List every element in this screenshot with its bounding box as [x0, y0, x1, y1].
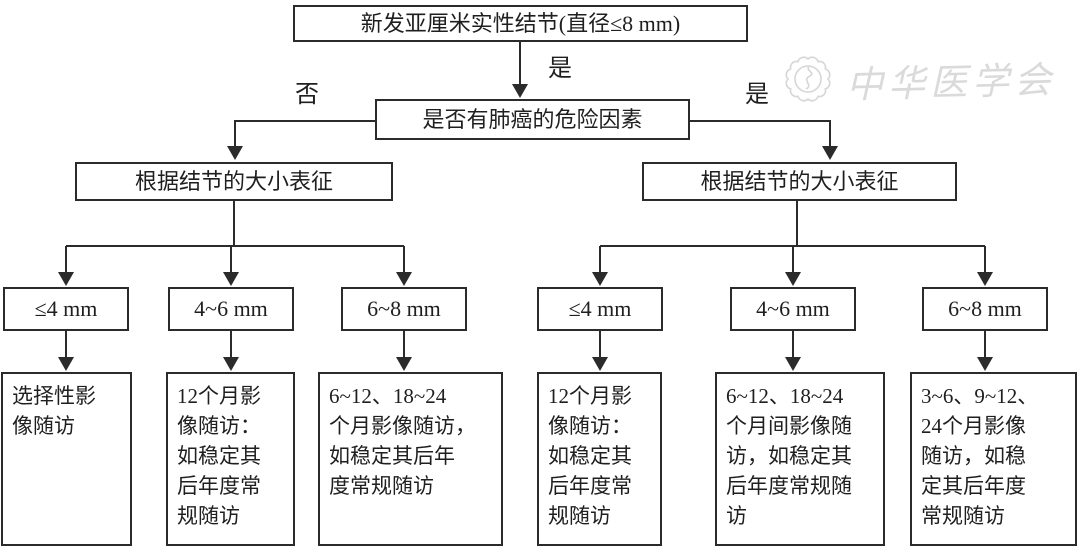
leaf-action-6to8-yes: 3~6、9~12、 24个月影像 随访，如稳 定其后年度 常规随访	[910, 372, 1077, 546]
node-size-6to8-no: 6~8 mm	[341, 287, 467, 331]
leaf-action-6to8-no: 6~12、18~24 个月影像随访， 如稳定其后年 度常规随访	[318, 372, 503, 546]
cma-watermark-text: 中华医学会	[845, 60, 1057, 107]
node-size-le4-yes: ≤4 mm	[537, 287, 663, 331]
cma-watermark: 中华医学会	[782, 46, 1072, 112]
node-size-le4-no: ≤4 mm	[3, 287, 129, 331]
edge-label-root-yes: 是	[548, 56, 572, 82]
leaf-action-4to6-no: 12个月影 像随访： 如稳定其 后年度常 规随访	[166, 372, 295, 546]
node-size-4to6-no: 4~6 mm	[168, 287, 294, 331]
size-label: ≤4 mm	[568, 296, 632, 322]
size-label: ≤4 mm	[34, 296, 98, 322]
size-header-label: 根据结节的大小表征	[700, 168, 899, 194]
node-decision-label: 是否有肺癌的危险因素	[422, 106, 643, 132]
size-label: 6~8 mm	[367, 296, 441, 322]
leaf-action-le4-yes: 12个月影 像随访： 如稳定其 后年度常 规随访	[537, 372, 662, 546]
node-size-4to6-yes: 4~6 mm	[730, 287, 856, 331]
leaf-action-le4-no: 选择性影 像随访	[1, 372, 132, 546]
node-size-header-yes-branch: 根据结节的大小表征	[642, 162, 957, 201]
node-size-6to8-yes: 6~8 mm	[922, 287, 1048, 331]
size-label: 6~8 mm	[948, 296, 1022, 322]
cma-seal-icon	[785, 56, 831, 102]
node-root-label: 新发亚厘米实性结节(直径≤8 mm)	[360, 10, 681, 36]
node-decision-risk-factors: 是否有肺癌的危险因素	[375, 99, 690, 140]
node-size-header-no-branch: 根据结节的大小表征	[75, 162, 393, 201]
node-root: 新发亚厘米实性结节(直径≤8 mm)	[293, 5, 748, 42]
size-header-label: 根据结节的大小表征	[134, 168, 333, 194]
leaf-action-4to6-yes: 6~12、18~24 个月间影像随 访，如稳定其 后年度常规随 访	[715, 372, 885, 546]
size-label: 4~6 mm	[756, 296, 830, 322]
size-label: 4~6 mm	[194, 296, 268, 322]
edge-label-no: 否	[295, 82, 319, 108]
edge-label-yes: 是	[745, 82, 769, 108]
